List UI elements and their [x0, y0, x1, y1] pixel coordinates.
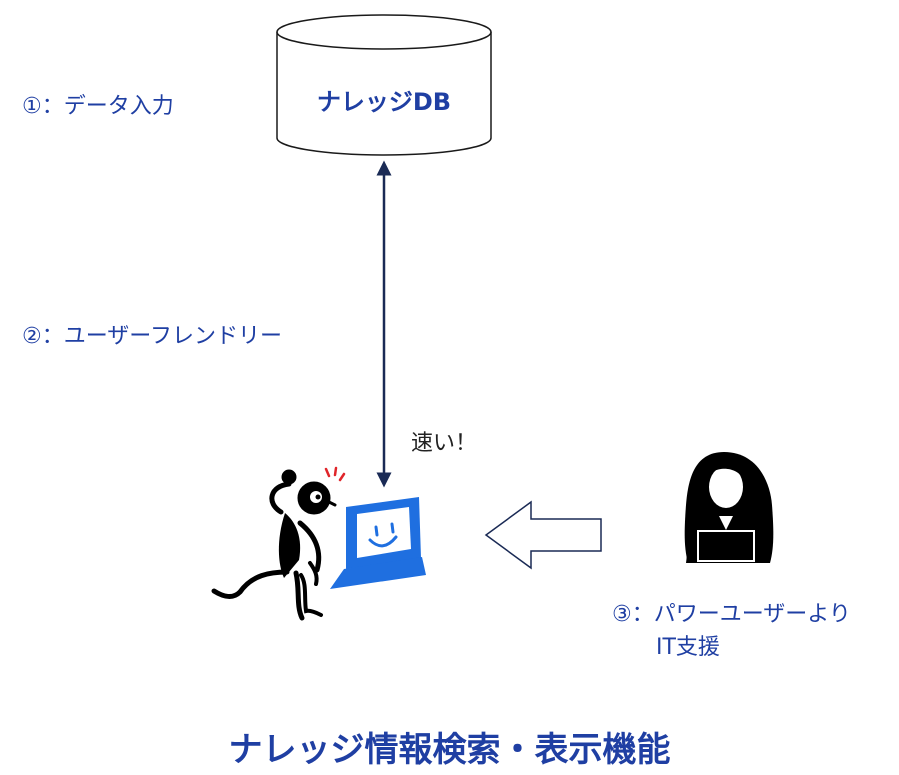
smiling-computer-icon — [330, 497, 426, 589]
woman-at-laptop-icon — [684, 452, 774, 563]
step3-label: ③：パワーユーザーより IT支援 — [612, 598, 851, 664]
step3-label-line1: ③：パワーユーザーより — [612, 602, 851, 627]
left-arrow-icon — [484, 500, 602, 570]
database-cylinder: ナレッジDB — [276, 14, 492, 156]
step1-label: ①：データ入力 — [22, 94, 174, 119]
fast-label: 速い！ — [411, 431, 478, 456]
step3-label-line2: IT支援 — [656, 635, 720, 660]
running-person-icon — [211, 466, 346, 621]
database-label: ナレッジDB — [317, 88, 451, 116]
page-title: ナレッジ情報検索・表示機能 — [228, 730, 671, 770]
step2-label: ②：ユーザーフレンドリー — [22, 324, 282, 349]
